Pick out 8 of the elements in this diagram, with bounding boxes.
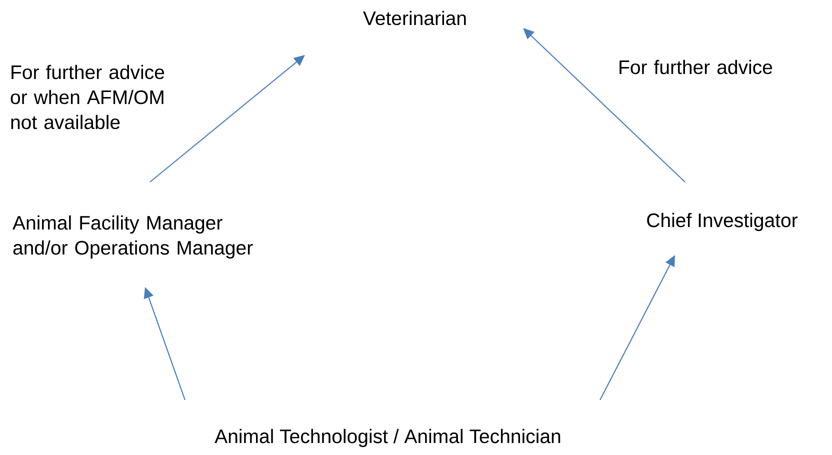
- edge-label: For further advice: [620, 60, 772, 74]
- node-text: Chief Investigator: [647, 212, 798, 232]
- node-text: Animal Technologist / Animal Technician: [214, 428, 560, 448]
- edge-label: For further advice or when AFM/OM not available: [10, 64, 164, 130]
- node-text: Veterinarian: [363, 10, 466, 26]
- arrow: [523, 28, 686, 182]
- node-text: Animal Facility Manager and/or Operations Manager: [12, 215, 253, 259]
- arrow: [150, 55, 305, 182]
